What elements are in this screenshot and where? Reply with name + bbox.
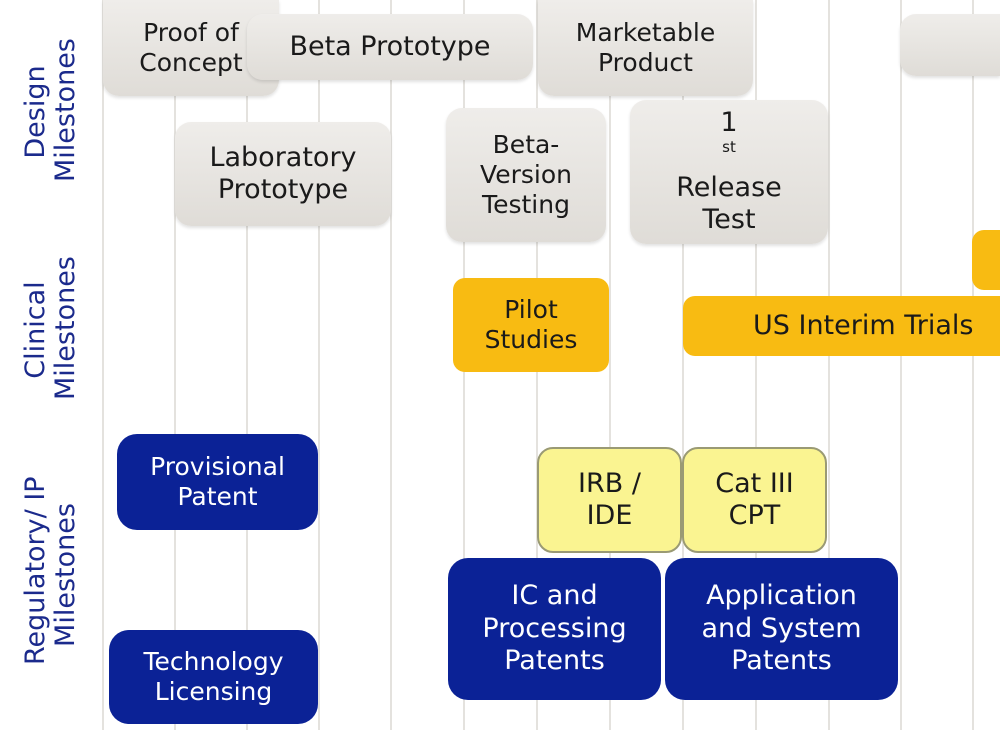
milestone-cat-iii-cpt: Cat III CPT bbox=[682, 447, 827, 553]
grid-line bbox=[609, 0, 611, 730]
grid-line bbox=[246, 0, 248, 730]
milestone-irb-ide: IRB / IDE bbox=[537, 447, 682, 553]
milestone-technology-licensing: Technology Licensing bbox=[109, 630, 318, 724]
milestone-ic-processing-patents: IC and Processing Patents bbox=[448, 558, 661, 700]
milestone-laboratory-prototype: Laboratory Prototype bbox=[175, 122, 391, 226]
grid-line bbox=[174, 0, 176, 730]
milestone-us-interim-trials: US Interim Trials bbox=[683, 296, 1000, 356]
grid-line bbox=[682, 0, 684, 730]
grid-line bbox=[828, 0, 830, 730]
milestone-marketable-product: Marketable Product bbox=[538, 0, 753, 96]
milestone-partial-right bbox=[900, 14, 1000, 76]
row-label-design: Design Milestones bbox=[20, 38, 81, 182]
milestone-application-system-patents: Application and System Patents bbox=[665, 558, 898, 700]
row-label-regulatory: Regulatory/ IP Milestones bbox=[20, 476, 81, 665]
milestone-partial-right-clinical bbox=[972, 230, 1000, 290]
milestone-beta-version-testing: Beta- Version Testing bbox=[446, 108, 606, 242]
grid-line bbox=[755, 0, 757, 730]
milestone-provisional-patent: Provisional Patent bbox=[117, 434, 318, 530]
grid-line bbox=[390, 0, 392, 730]
row-label-clinical: Clinical Milestones bbox=[20, 256, 81, 400]
grid-line bbox=[102, 0, 104, 730]
milestone-proof-of-concept: Proof of Concept bbox=[103, 0, 279, 96]
grid-line bbox=[318, 0, 320, 730]
grid-line bbox=[972, 0, 974, 730]
grid-line bbox=[900, 0, 902, 730]
milestone-beta-prototype: Beta Prototype bbox=[247, 14, 533, 80]
milestone-pilot-studies: Pilot Studies bbox=[453, 278, 609, 372]
